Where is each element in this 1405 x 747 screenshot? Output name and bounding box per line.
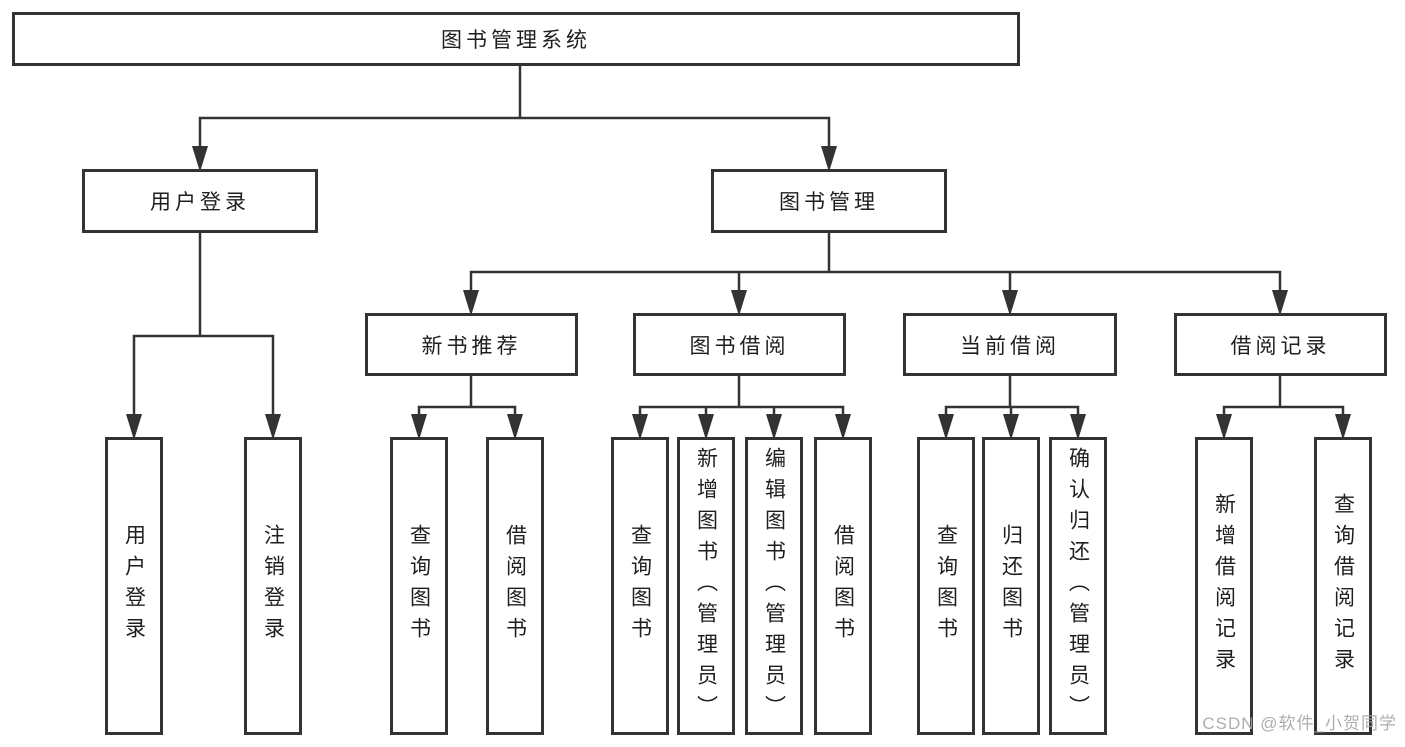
node-new-book-recommend-label: 新书推荐 <box>421 334 522 358</box>
node-bb-query-book: 查询图书 <box>611 437 669 735</box>
node-root: 图书管理系统 <box>12 12 1020 66</box>
connector-lines <box>132 64 1345 420</box>
node-nb-query-book: 查询图书 <box>390 437 448 735</box>
node-bb-edit-book-label: 编辑图书（管理员） <box>762 446 786 726</box>
node-nb-query-book-label: 查询图书 <box>407 524 431 648</box>
node-cb-confirm-return-label: 确认归还（管理员） <box>1066 446 1090 726</box>
node-leaf-user-login-label: 用户登录 <box>122 524 146 648</box>
node-book-borrow-label: 图书借阅 <box>689 334 790 358</box>
node-bb-borrow-book: 借阅图书 <box>814 437 872 735</box>
node-br-query-record-label: 查询借阅记录 <box>1331 493 1355 679</box>
node-bb-query-book-label: 查询图书 <box>628 524 652 648</box>
node-borrow-record: 借阅记录 <box>1174 313 1387 376</box>
node-borrow-record-label: 借阅记录 <box>1230 334 1331 358</box>
node-book-management-label: 图书管理 <box>779 191 879 214</box>
node-bb-edit-book: 编辑图书（管理员） <box>745 437 803 735</box>
node-cb-return-book: 归还图书 <box>982 437 1040 735</box>
node-bb-borrow-book-label: 借阅图书 <box>831 524 855 648</box>
node-new-book-recommend: 新书推荐 <box>365 313 578 376</box>
node-cb-return-book-label: 归还图书 <box>999 524 1023 648</box>
node-user-login: 用户登录 <box>82 169 318 233</box>
arrowhead-icons <box>126 146 1351 440</box>
node-cb-query-book: 查询图书 <box>917 437 975 735</box>
node-bb-add-book-label: 新增图书（管理员） <box>694 446 718 726</box>
csdn-watermark: CSDN @软件_小贺同学 <box>1202 714 1397 733</box>
node-br-query-record: 查询借阅记录 <box>1314 437 1372 735</box>
node-br-add-record: 新增借阅记录 <box>1195 437 1253 735</box>
node-nb-borrow-book: 借阅图书 <box>486 437 544 735</box>
node-nb-borrow-book-label: 借阅图书 <box>503 524 527 648</box>
node-cb-confirm-return: 确认归还（管理员） <box>1049 437 1107 735</box>
node-leaf-logout-label: 注销登录 <box>261 524 285 648</box>
node-cb-query-book-label: 查询图书 <box>934 524 958 648</box>
node-leaf-logout: 注销登录 <box>244 437 302 735</box>
node-leaf-user-login: 用户登录 <box>105 437 163 735</box>
node-current-borrow: 当前借阅 <box>903 313 1117 376</box>
node-user-login-label: 用户登录 <box>150 191 250 214</box>
node-book-management: 图书管理 <box>711 169 947 233</box>
node-root-label: 图书管理系统 <box>441 29 591 52</box>
node-current-borrow-label: 当前借阅 <box>960 334 1060 358</box>
node-br-add-record-label: 新增借阅记录 <box>1212 493 1236 679</box>
node-book-borrow: 图书借阅 <box>633 313 846 376</box>
node-bb-add-book: 新增图书（管理员） <box>677 437 735 735</box>
